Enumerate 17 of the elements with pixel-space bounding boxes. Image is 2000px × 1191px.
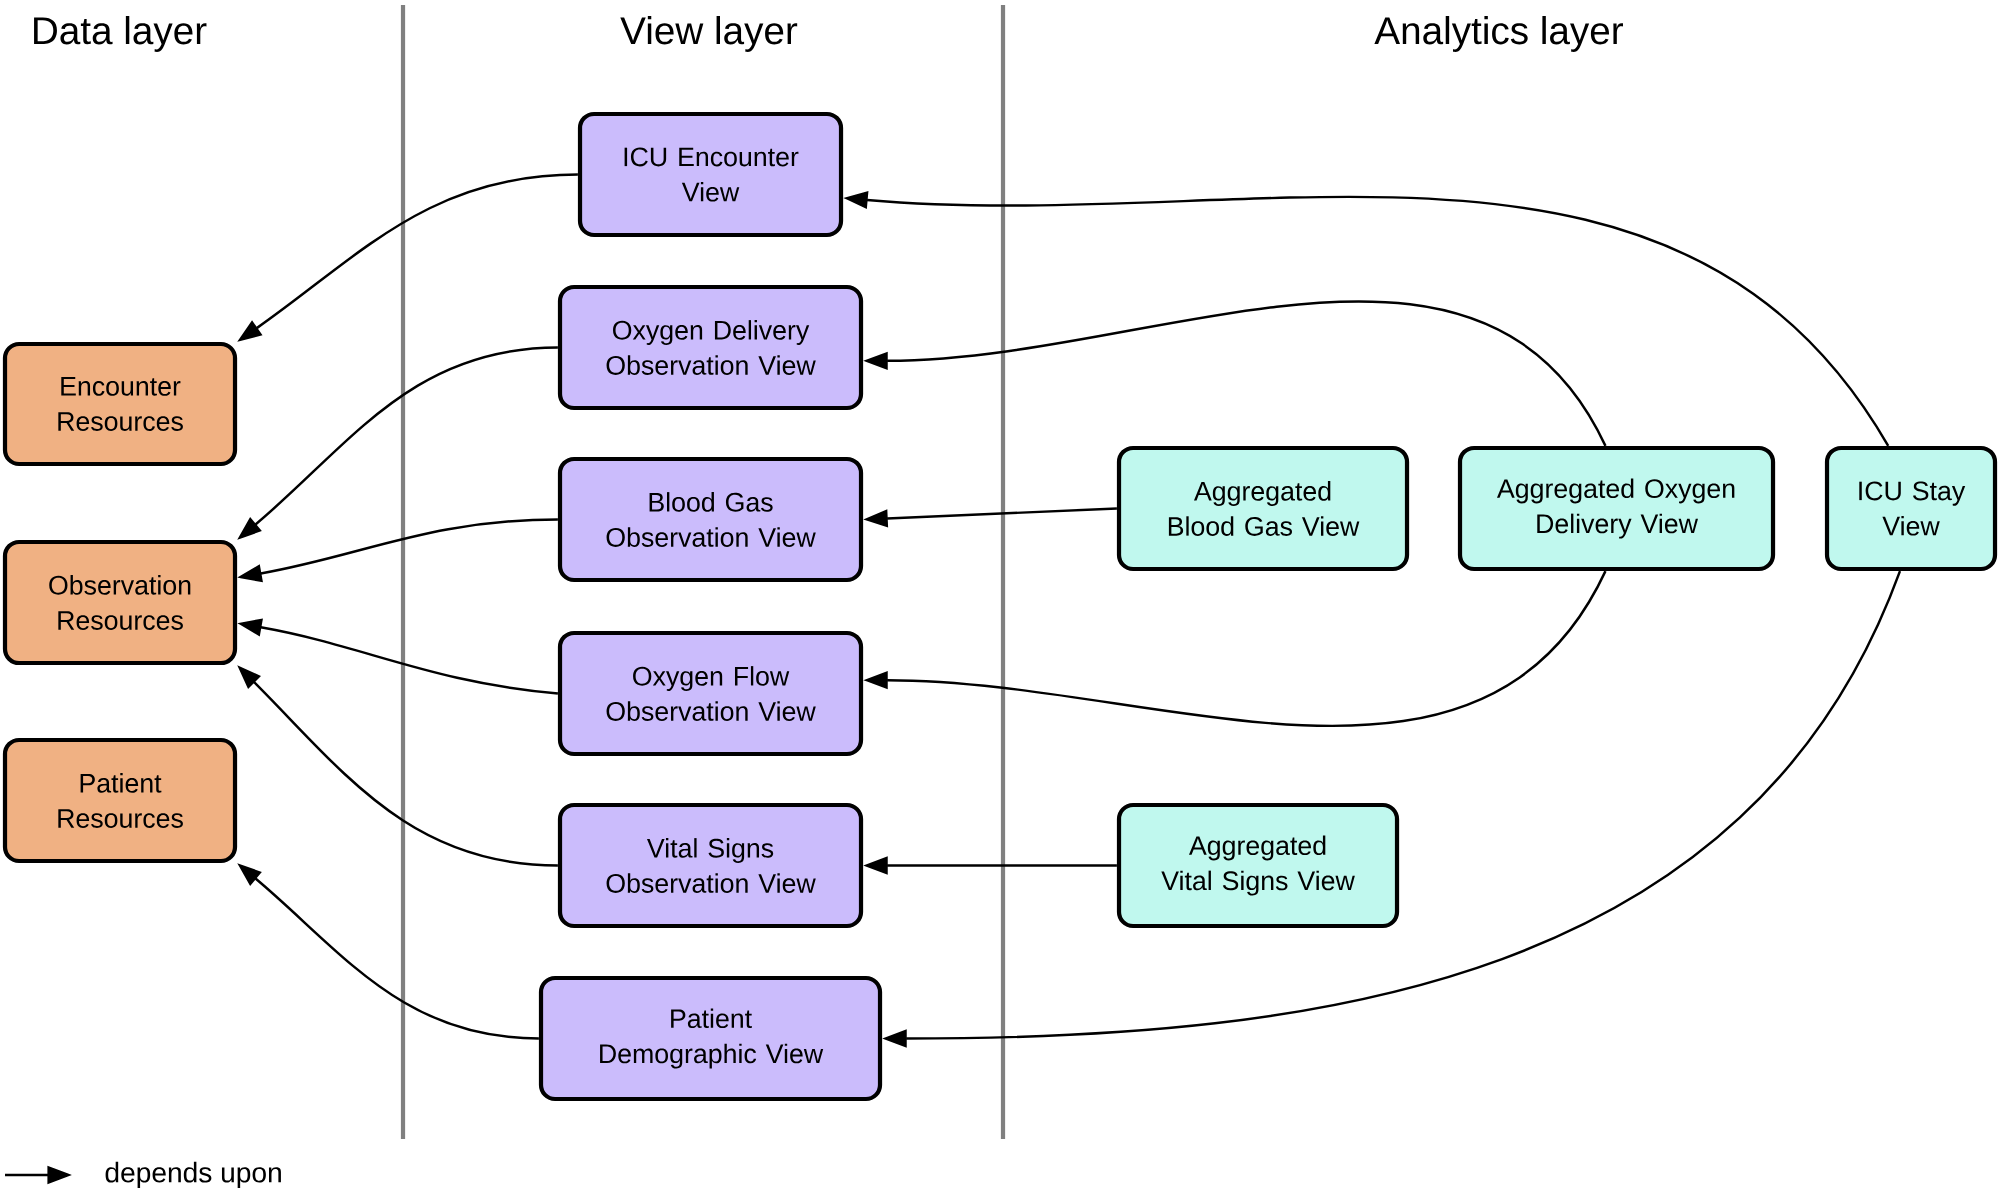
view-box: ICU Encounter View <box>577 111 844 238</box>
analytics-box: Aggregated Vital Signs View <box>1116 802 1400 929</box>
analytics-box: Aggregated Blood Gas View <box>1116 445 1410 572</box>
analytics-box: ICU Stay View <box>1824 445 1998 572</box>
layer-heading: View layer <box>620 16 798 52</box>
analytics-box: Aggregated Oxygen Delivery View <box>1457 445 1776 572</box>
resource-box: Observation Resources <box>2 539 238 666</box>
layer-heading: Analytics layer <box>1374 16 1623 52</box>
view-box: Oxygen Flow Observation View <box>557 630 864 757</box>
layer-heading: Data layer <box>34 16 207 52</box>
view-box: Oxygen Delivery Observation View <box>557 284 864 411</box>
legend-text: depends upon <box>105 1161 281 1189</box>
view-box: Patient Demographic View <box>538 975 883 1102</box>
view-box: Vital Signs Observation View <box>557 802 864 929</box>
resource-box: Patient Resources <box>2 737 238 864</box>
resource-box: Encounter Resources <box>2 341 238 467</box>
view-box: Blood Gas Observation View <box>557 456 864 583</box>
